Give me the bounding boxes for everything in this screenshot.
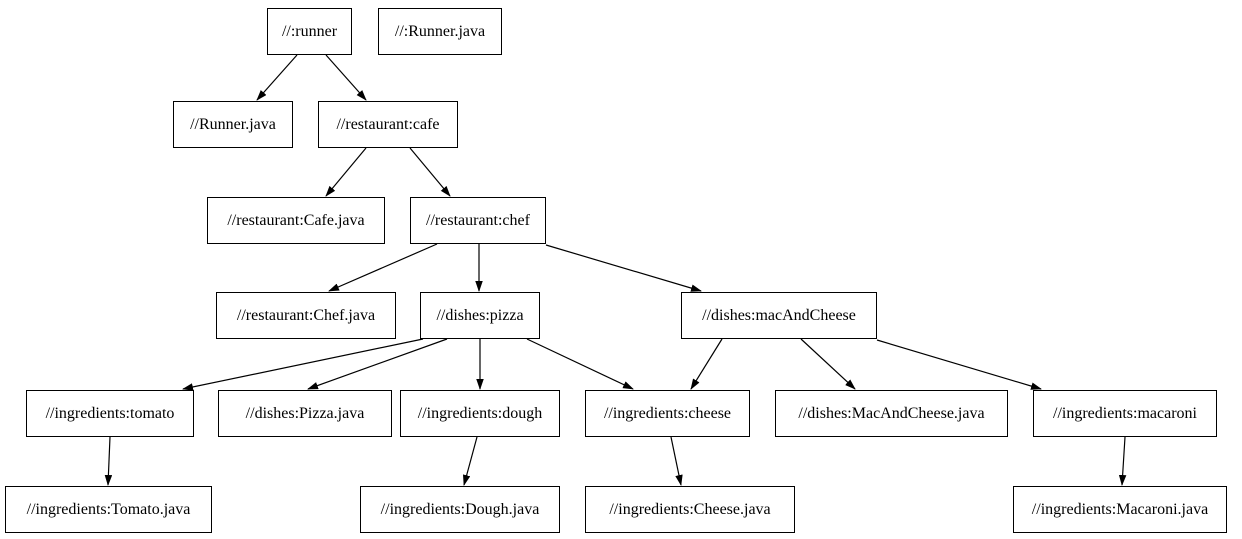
- graph-node-cafe: //restaurant:cafe: [318, 101, 458, 148]
- edge-dough-to-dough-java: [462, 436, 478, 486]
- edge-chef-to-mac-and-cheese: [545, 244, 702, 292]
- graph-node-chef-java: //restaurant:Chef.java: [216, 292, 396, 339]
- graph-node-tomato-java: //ingredients:Tomato.java: [5, 486, 212, 533]
- edge-chef-to-chef-java: [328, 243, 438, 292]
- graph-node-tomato: //ingredients:tomato: [26, 390, 194, 437]
- edge-macaroni-to-macaroni-java: [1118, 436, 1127, 486]
- edge-runner-to-cafe: [325, 54, 367, 101]
- graph-node-cheese-java: //ingredients:Cheese.java: [585, 486, 795, 533]
- graph-node-cafe-java: //restaurant:Cafe.java: [207, 197, 385, 244]
- graph-node-runner-java: //Runner.java: [173, 101, 293, 148]
- graph-node-macaroni-java: //ingredients:Macaroni.java: [1013, 486, 1227, 533]
- graph-node-runner: //:runner: [267, 8, 352, 55]
- edge-pizza-to-tomato: [182, 338, 424, 391]
- edge-cheese-to-cheese-java: [670, 436, 683, 486]
- edge-cafe-to-chef: [409, 147, 451, 197]
- edge-pizza-to-pizza-java: [307, 338, 448, 390]
- graph-node-cheese: //ingredients:cheese: [585, 390, 750, 437]
- graph-node-dough-java: //ingredients:Dough.java: [360, 486, 560, 533]
- edge-pizza-to-cheese: [526, 338, 634, 390]
- graph-node-macaroni: //ingredients:macaroni: [1033, 390, 1217, 437]
- edge-mac-and-cheese-to-macaroni: [876, 339, 1042, 390]
- graph-node-mac-and-cheese: //dishes:macAndCheese: [681, 292, 877, 339]
- edge-tomato-to-tomato-java: [104, 436, 113, 486]
- graph-node-chef: //restaurant:chef: [410, 197, 546, 244]
- graph-node-pizza-java: //dishes:Pizza.java: [218, 390, 392, 437]
- edge-cafe-to-cafe-java: [325, 147, 367, 197]
- edge-mac-and-cheese-to-mac-java: [800, 338, 856, 390]
- edge-mac-and-cheese-to-cheese: [690, 338, 723, 390]
- graph-node-dough: //ingredients:dough: [400, 390, 560, 437]
- graph-node-pizza: //dishes:pizza: [420, 292, 540, 339]
- graph-node-mac-java: //dishes:MacAndCheese.java: [775, 390, 1008, 437]
- edge-runner-to-runner-java: [256, 54, 298, 101]
- graph-node-runner-java-top: //:Runner.java: [378, 8, 502, 55]
